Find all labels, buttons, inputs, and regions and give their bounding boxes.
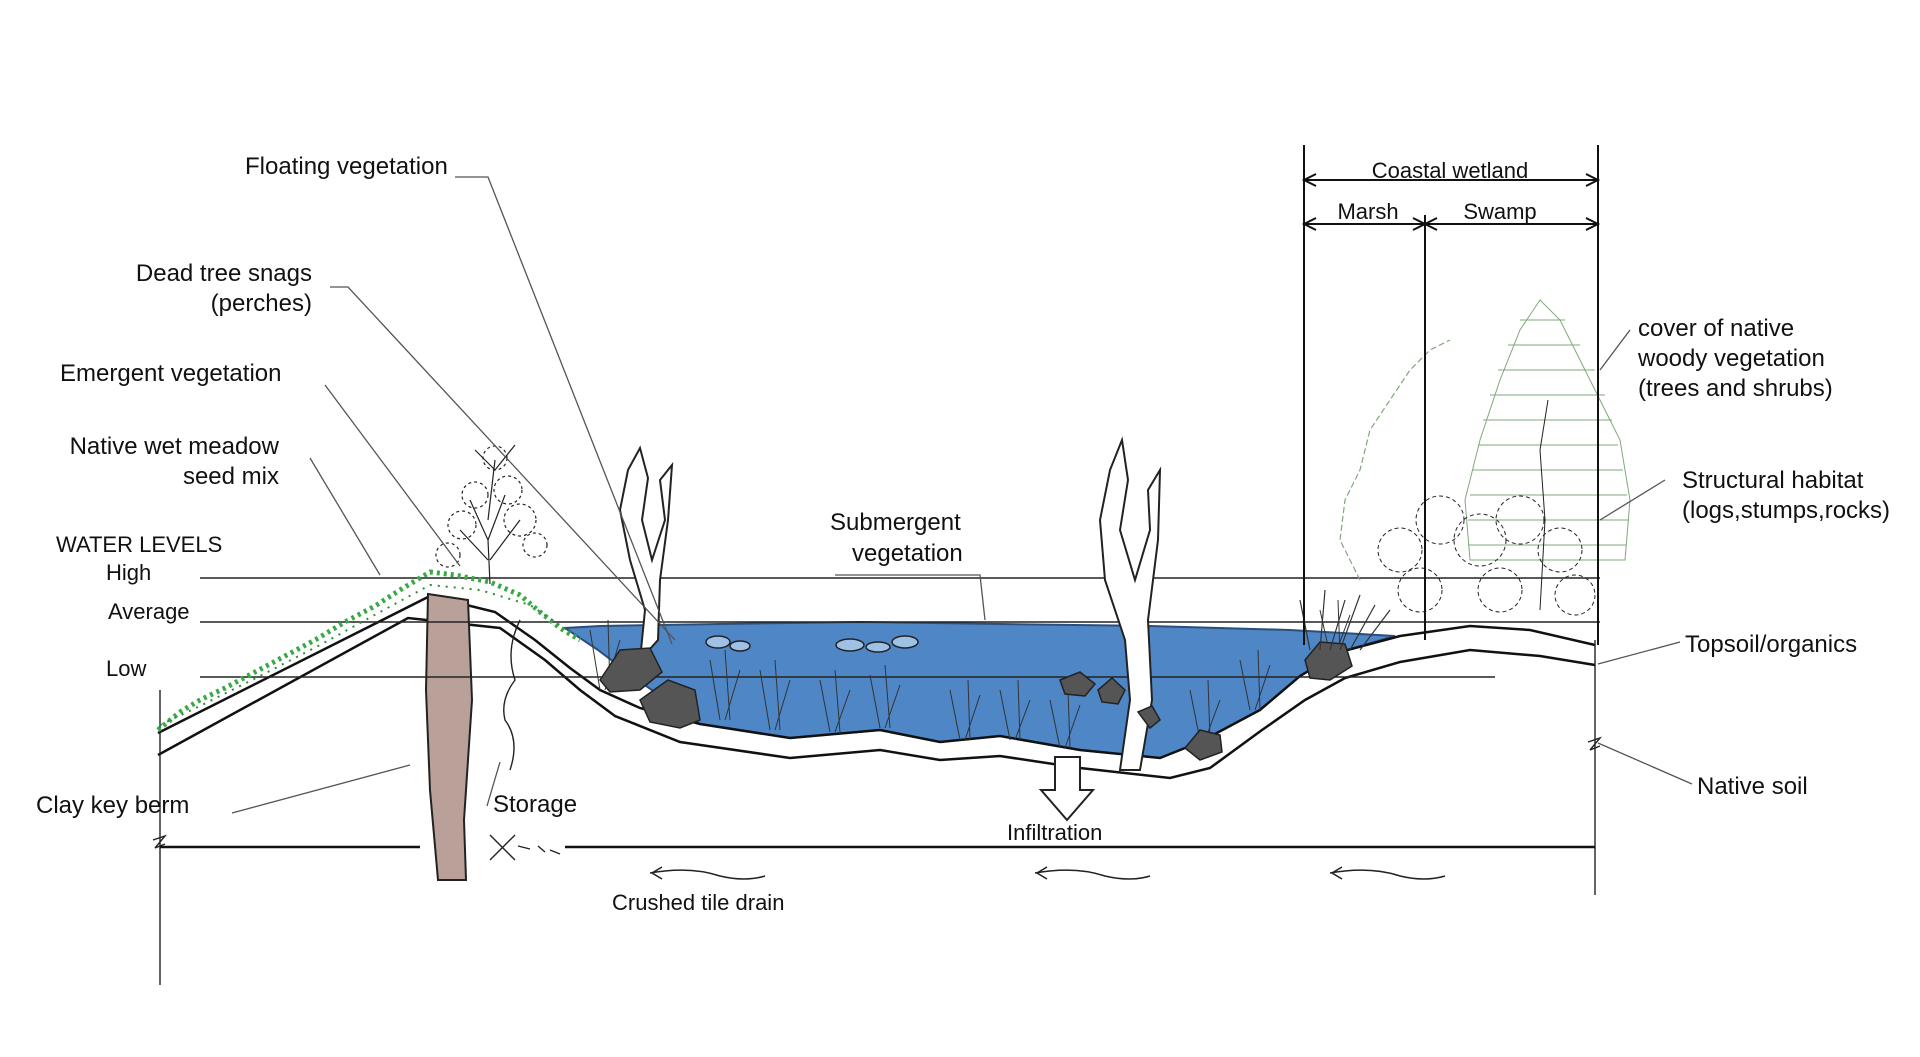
- label-average: Average: [108, 599, 190, 624]
- clay-key-berm-shape: [424, 592, 474, 881]
- floating-pad: [835, 638, 865, 652]
- label-perches: (perches): [211, 290, 312, 317]
- leader-lines: [231, 176, 1693, 814]
- label-logs-stumps-rocks: (logs,stumps,rocks): [1682, 497, 1890, 524]
- label-vegetation: vegetation: [852, 540, 963, 567]
- rock: [1304, 641, 1353, 681]
- green-tree-canopy: [1464, 299, 1631, 561]
- rock: [599, 647, 663, 693]
- drain-flow-arrows: [649, 866, 1446, 880]
- infiltration-arrow: [1038, 756, 1096, 822]
- wetland-dimensions: [1301, 145, 1601, 645]
- label-high: High: [106, 560, 151, 585]
- label-clay-key-berm: Clay key berm: [36, 792, 189, 819]
- label-swamp: Swamp: [1463, 199, 1536, 224]
- topsoil-bottom: [157, 616, 1596, 780]
- label-emergent-vegetation: Emergent vegetation: [60, 360, 281, 387]
- label-woody-vegetation: woody vegetation: [1637, 345, 1825, 372]
- floating-pad: [705, 635, 731, 649]
- rocks: [599, 641, 1353, 761]
- label-topsoil-organics: Topsoil/organics: [1685, 631, 1857, 658]
- floating-pad: [729, 640, 751, 652]
- floating-pad: [865, 641, 891, 653]
- label-crushed-tile-drain: Crushed tile drain: [612, 890, 784, 915]
- emergent-shrub-icon: [435, 444, 548, 585]
- rock: [1183, 729, 1223, 761]
- swamp-trees-icon: [1339, 299, 1631, 616]
- label-submergent: Submergent: [830, 509, 961, 536]
- labels: Floating vegetation Dead tree snags (per…: [36, 153, 1890, 915]
- label-low: Low: [106, 656, 146, 681]
- rock: [1059, 671, 1097, 697]
- label-trees-and-shrubs: (trees and shrubs): [1638, 375, 1833, 402]
- label-structural-habitat: Structural habitat: [1682, 467, 1864, 494]
- label-native-soil: Native soil: [1697, 773, 1808, 800]
- label-infiltration: Infiltration: [1007, 820, 1102, 845]
- floating-pads: [705, 635, 919, 653]
- rock: [1097, 676, 1126, 705]
- label-coastal-wetland: Coastal wetland: [1372, 158, 1529, 183]
- label-water-levels: WATER LEVELS: [56, 532, 222, 557]
- storage-bracket-icon: [503, 619, 521, 771]
- label-dead-tree-snags: Dead tree snags: [136, 260, 312, 287]
- meadow-vegetation: [156, 569, 582, 732]
- label-native-wet-meadow: Native wet meadow: [70, 433, 280, 460]
- rock: [1136, 705, 1161, 730]
- dead-tree-snag-left-icon: [618, 445, 674, 663]
- label-floating-vegetation: Floating vegetation: [245, 153, 448, 180]
- ground-profile: [152, 594, 1603, 985]
- floating-pad: [891, 635, 919, 649]
- rock: [639, 679, 701, 729]
- label-cover-of-native: cover of native: [1638, 315, 1794, 342]
- label-marsh: Marsh: [1337, 199, 1398, 224]
- water-level-lines: [200, 577, 1600, 678]
- label-storage: Storage: [493, 791, 577, 818]
- label-seed-mix: seed mix: [183, 463, 279, 490]
- dead-tree-snag-right-icon: [1098, 436, 1162, 771]
